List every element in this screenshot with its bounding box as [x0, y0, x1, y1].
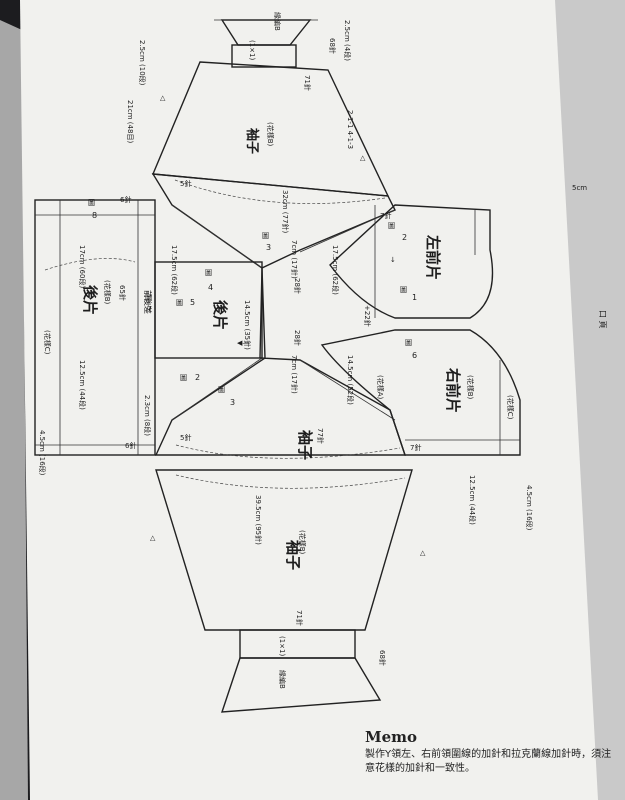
back-label: 後片 — [211, 299, 229, 330]
sl-77: 77針 — [316, 428, 325, 444]
lf-arrow: ↓ — [390, 256, 396, 264]
st-7a: 7針 — [380, 211, 391, 220]
fig-8: 圖 — [88, 199, 95, 207]
edging-top: 緣編B — [273, 12, 282, 31]
rib-top: (1×1) — [248, 40, 256, 61]
right-front-label: 右前片 — [444, 368, 462, 413]
num-2b: 2 — [195, 373, 200, 382]
yoke-7: 7cm (17針) — [290, 240, 299, 279]
sl-71-b: 71針 — [295, 610, 304, 626]
yoke-32: 32cm (77針) — [281, 190, 290, 233]
fig-3b: 圖 — [262, 232, 269, 240]
left-page — [0, 20, 28, 800]
rib-b: (1×1) — [278, 636, 286, 657]
main-page — [20, 0, 598, 800]
st-28: 28針 — [293, 278, 302, 294]
sl-top-width: 21cm (48目) — [126, 100, 134, 143]
dec-rule: 2-1-1 4-1-3 — [346, 110, 354, 149]
page-tab: 口 頁 — [598, 310, 607, 329]
edging-b: 緣編B — [278, 670, 287, 689]
back-14-5: 14.5cm (35針) — [243, 300, 252, 350]
fig-4: 圖 — [205, 269, 212, 277]
fig-1: 圖 — [400, 286, 407, 294]
back-2-3: 2.3cm (8段) — [143, 395, 152, 436]
sl-68-top: 68針 — [328, 38, 337, 54]
rf-pattern-c: (花樣C) — [506, 395, 515, 420]
bottom-sleeve: 袖子 (花樣B) 39.5cm (95針) 71針 (1×1) 緣編B 68針 … — [150, 469, 426, 713]
fig-3: 圖 — [218, 386, 225, 394]
num-1: 1 — [412, 293, 417, 302]
right-front: 右前片 (花樣B) (花樣C) (花樣A) 14.5cm (52段) 12.5c… — [320, 329, 534, 531]
back-arrow: ◀— — [237, 339, 249, 347]
rf-pattern-a: (花樣A) — [376, 375, 385, 400]
tri-mark-2: △ — [360, 154, 366, 162]
back-piece: 後片 後片 (花樣B) 65針 前後差 (花樣C) 12.5cm (44段) 1… — [34, 195, 263, 476]
rf-pattern-b: (花樣B) — [466, 375, 475, 400]
back-6st-top: 6針 — [120, 195, 131, 204]
back-12-5: 12.5cm (44段) — [78, 360, 87, 410]
sleeve-top-pattern: (花樣B) — [266, 122, 275, 147]
sleeve-top-label: 袖子 — [244, 128, 260, 154]
sl-71-top: 71針 — [303, 75, 312, 91]
rib-len-top: 2.5cm (10段) — [138, 40, 147, 86]
fig-6: 圖 — [405, 339, 412, 347]
back-pattern-c: (花樣C) — [43, 330, 52, 355]
num-8: 8 — [92, 211, 97, 220]
lf-22: +22針 — [363, 305, 372, 327]
tri-mark-3: △ — [150, 534, 156, 542]
back-4-5: 4.5cm (16段) — [38, 430, 47, 476]
back-pattern: (花樣B) — [103, 280, 112, 305]
sleeve-bottom-pattern: (花樣B) — [298, 530, 307, 555]
num-6: 6 — [412, 351, 417, 360]
back-17-5: 17.5cm (62段) — [170, 245, 179, 295]
fig-2b: 圖 — [180, 374, 187, 382]
num-3b: 3 — [266, 243, 271, 252]
tri-mark-1: △ — [160, 94, 166, 102]
tri-mark-4: △ — [420, 549, 426, 557]
rf-14-5: 14.5cm (52段) — [346, 355, 355, 405]
st-28b: 28針 — [293, 330, 302, 346]
left-front: 左前片 17.5cm (62段) 圖 2 圖 1 +22針 ↓ — [329, 204, 494, 327]
middle-sleeve: 袖子 77針 圖 3 圖 3 7針 7針 28針 28針 5針 5針 — [180, 179, 421, 460]
back-17: 17cm (60段) — [78, 245, 87, 288]
rib-len-top2: 2.5cm (4段) — [343, 20, 352, 61]
rf-12-5: 12.5cm (44段) — [468, 475, 477, 525]
memo-box: Memo 製作Y領左、右前領圍線的加針和拉克蘭線加針時，須注意花樣的加針和一致性… — [365, 728, 620, 776]
num-7: 7 — [147, 305, 152, 314]
memo-title: Memo — [365, 728, 418, 746]
num-5: 5 — [190, 298, 195, 307]
st-5b: 5針 — [180, 179, 191, 188]
memo-text: 製作Y領左、右前領圍線的加針和拉克蘭線加針時，須注意花樣的加針和一致性。 — [365, 749, 612, 774]
num-2: 2 — [402, 233, 407, 242]
num-4: 4 — [208, 283, 213, 292]
yoke-7b: 7cm (17針) — [290, 355, 299, 394]
sl-68-b: 68針 — [378, 650, 387, 666]
st-7b: 7針 — [410, 443, 421, 452]
back-label-2: 後片 — [81, 284, 99, 315]
back-diff: 前後差 — [143, 290, 153, 314]
back-stitches: 65針 — [118, 285, 127, 301]
side-note: 5cm — [572, 184, 587, 192]
sl-width-b: 39.5cm (95針) — [254, 495, 263, 545]
left-front-label: 左前片 — [424, 234, 442, 280]
lf-17-5: 17.5cm (62段) — [331, 245, 340, 295]
rf-4-5: 4.5cm (16段) — [525, 485, 534, 531]
fig-2: 圖 — [388, 222, 395, 230]
st-5: 5針 — [180, 433, 191, 442]
fig-7: 圖 — [145, 294, 152, 302]
back-6st: 6針 — [125, 441, 136, 450]
fig-5: 圖 — [176, 299, 183, 307]
num-3: 3 — [230, 398, 235, 407]
sleeve-mid-label: 袖子 — [296, 430, 314, 460]
top-sleeve: 袖子 (花樣B) (1×1) 緣編B 71針 68針 21cm (48目) 2.… — [126, 12, 390, 197]
sleeve-bottom-label: 袖子 — [284, 540, 302, 570]
